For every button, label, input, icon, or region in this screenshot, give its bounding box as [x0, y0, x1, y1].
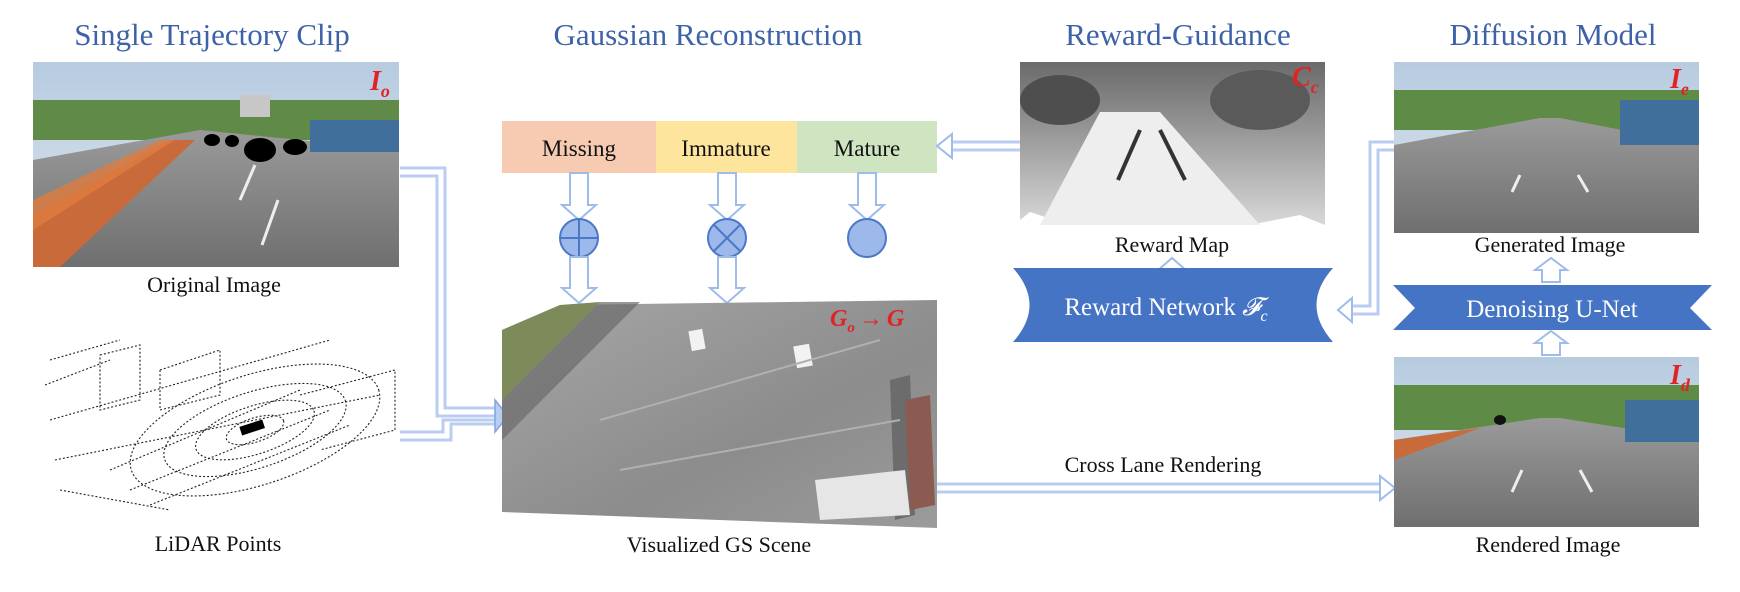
immature-cell [656, 121, 797, 173]
rendered-image: Id [1394, 357, 1699, 527]
mature-label: Mature [834, 136, 900, 161]
operator-down-arrows [559, 256, 747, 305]
caption-reward-map: Reward Map [1115, 232, 1229, 257]
lidar-ego-car [239, 419, 265, 436]
input-arrow-head [494, 397, 509, 435]
title-trajectory-clip: Single Trajectory Clip [74, 17, 350, 52]
generated-image: Ie [1394, 62, 1699, 233]
maturity-down-arrows [559, 172, 887, 222]
title-diffusion-model: Diffusion Model [1450, 17, 1657, 52]
generated-to-network-arrow [1352, 140, 1394, 316]
original-image: Io [33, 62, 399, 267]
denoising-unet-label: Denoising U-Net [1466, 296, 1638, 323]
add-operator-icon [559, 218, 599, 258]
mature-cell [797, 121, 937, 173]
missing-cell [502, 121, 656, 173]
reward-network-label: Reward Network 𝓕c [1064, 294, 1269, 325]
cross-lane-arrow [937, 473, 1397, 503]
tag-generated-image: Ie [1669, 64, 1689, 99]
caption-cross-lane: Cross Lane Rendering [1065, 452, 1262, 477]
tag-gs-scene: Go→G [830, 306, 905, 336]
caption-rendered-image: Rendered Image [1476, 532, 1621, 557]
generated-to-network-head [1336, 295, 1353, 325]
immature-label: Immature [681, 136, 770, 161]
caption-generated-image: Generated Image [1475, 232, 1626, 257]
title-reward-guidance: Reward-Guidance [1065, 17, 1291, 52]
reward-to-maturity-arrow [935, 131, 1020, 161]
maturity-bar: Missing Immature Mature [502, 121, 937, 173]
rendered-to-unet-arrow [1532, 329, 1570, 356]
input-arrows [400, 166, 495, 442]
tag-rendered-image: Id [1669, 360, 1691, 395]
multiply-operator-icon [707, 218, 747, 258]
gs-scene: Go→G [502, 300, 937, 528]
missing-label: Missing [542, 136, 617, 161]
unet-to-generated-arrow [1532, 256, 1570, 283]
title-gaussian-reconstruction: Gaussian Reconstruction [553, 17, 863, 52]
tag-original-image: Io [369, 66, 390, 101]
caption-lidar-points: LiDAR Points [155, 531, 282, 556]
reward-network-block [1013, 268, 1333, 342]
keep-operator-icon [847, 218, 887, 258]
caption-original-image: Original Image [147, 272, 281, 297]
caption-gs-scene: Visualized GS Scene [627, 532, 811, 557]
reward-map: Cc [1020, 62, 1325, 225]
denoising-unet-block [1393, 285, 1712, 330]
lidar-points [44, 339, 396, 511]
tag-reward-map: Cc [1292, 62, 1319, 97]
